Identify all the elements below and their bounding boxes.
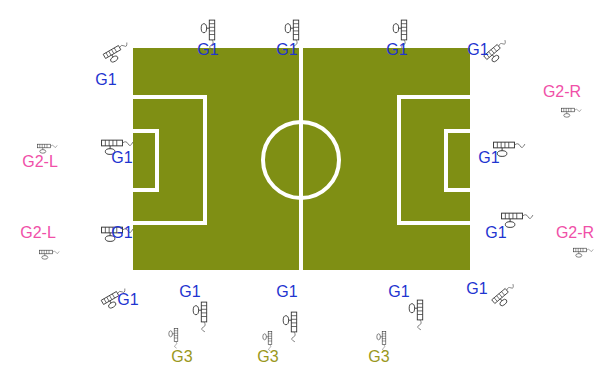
camera-group-label: G1 — [95, 71, 116, 89]
camera-group-label: G1 — [478, 149, 499, 167]
camera-group-label: G2-R — [556, 224, 594, 242]
camera-group-label: G1 — [467, 41, 488, 59]
camera-group-label: G3 — [257, 348, 278, 366]
camera-group-label: G2-L — [22, 153, 58, 171]
camera-group-label: G1 — [111, 224, 132, 242]
camera-group-label: G3 — [171, 348, 192, 366]
camera-group-label: G1 — [276, 41, 297, 59]
camera-group-label: G1 — [111, 149, 132, 167]
camera-group-label: G1 — [466, 280, 487, 298]
camera-group-label: G2-L — [20, 224, 56, 242]
camera-group-label: G1 — [485, 224, 506, 242]
camera-group-label: G3 — [368, 348, 389, 366]
camera-group-label: G1 — [388, 283, 409, 301]
camera-symbols — [37, 20, 593, 351]
camera-group-label: G1 — [179, 283, 200, 301]
camera-group-label: G2-R — [543, 83, 581, 101]
camera-group-label: G1 — [276, 283, 297, 301]
camera-group-label: G1 — [117, 291, 138, 309]
camera-group-label: G1 — [197, 41, 218, 59]
camera-group-label: G1 — [386, 41, 407, 59]
